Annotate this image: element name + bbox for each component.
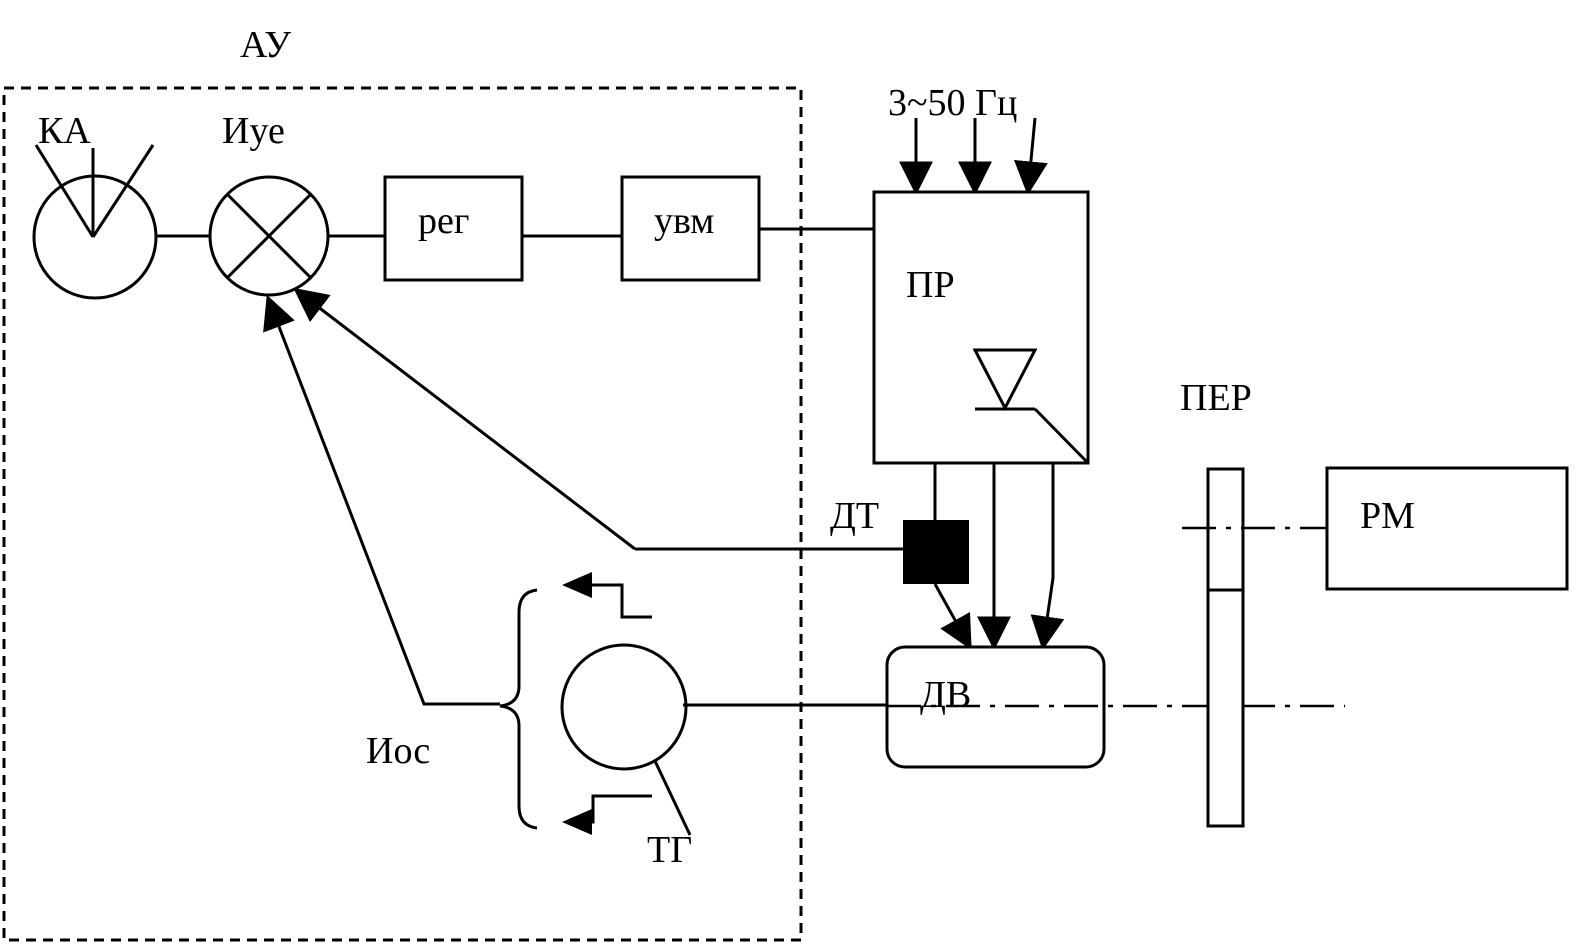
supply-arrows (899, 117, 1048, 196)
speed-feedback-arrow (263, 294, 500, 706)
iue-label: Иуе (222, 110, 285, 152)
tg-tachogenerator (560, 643, 688, 771)
per-label: ПЕР (1180, 377, 1252, 419)
ios-label: Иос (366, 730, 430, 772)
dt-label: ДТ (830, 495, 879, 537)
ka-command-device (32, 144, 158, 300)
dt-to-dv-line (933, 583, 972, 650)
pr-label: ПР (906, 264, 955, 306)
dv-label: ДВ (920, 674, 971, 716)
feedback-brace (499, 588, 538, 830)
tg-label: ТГ (647, 829, 692, 871)
pr-converter-block (872, 190, 1090, 465)
reg-label: рег (418, 200, 469, 242)
ka-label: КА (38, 110, 91, 152)
per-gearbox (1206, 467, 1245, 828)
polarity-mark-bottom (562, 794, 652, 835)
rm-working-machine (1325, 466, 1569, 591)
au-boundary (2, 86, 803, 942)
supply-label: 3~50 Гц (888, 82, 1017, 124)
iue-summing-junction (208, 175, 330, 297)
au-label: АУ (240, 24, 291, 66)
rm-label: РМ (1360, 495, 1415, 537)
current-feedback-arrow (293, 287, 636, 551)
thyristor-icon (972, 348, 1090, 465)
tg-leader-line (653, 760, 692, 836)
pr-output-line-3 (1030, 463, 1065, 651)
dt-current-sensor (903, 520, 969, 584)
reg-block (383, 175, 524, 282)
uvm-block (620, 175, 761, 282)
polarity-mark-top (562, 572, 652, 619)
uvm-label: увм (654, 200, 714, 242)
